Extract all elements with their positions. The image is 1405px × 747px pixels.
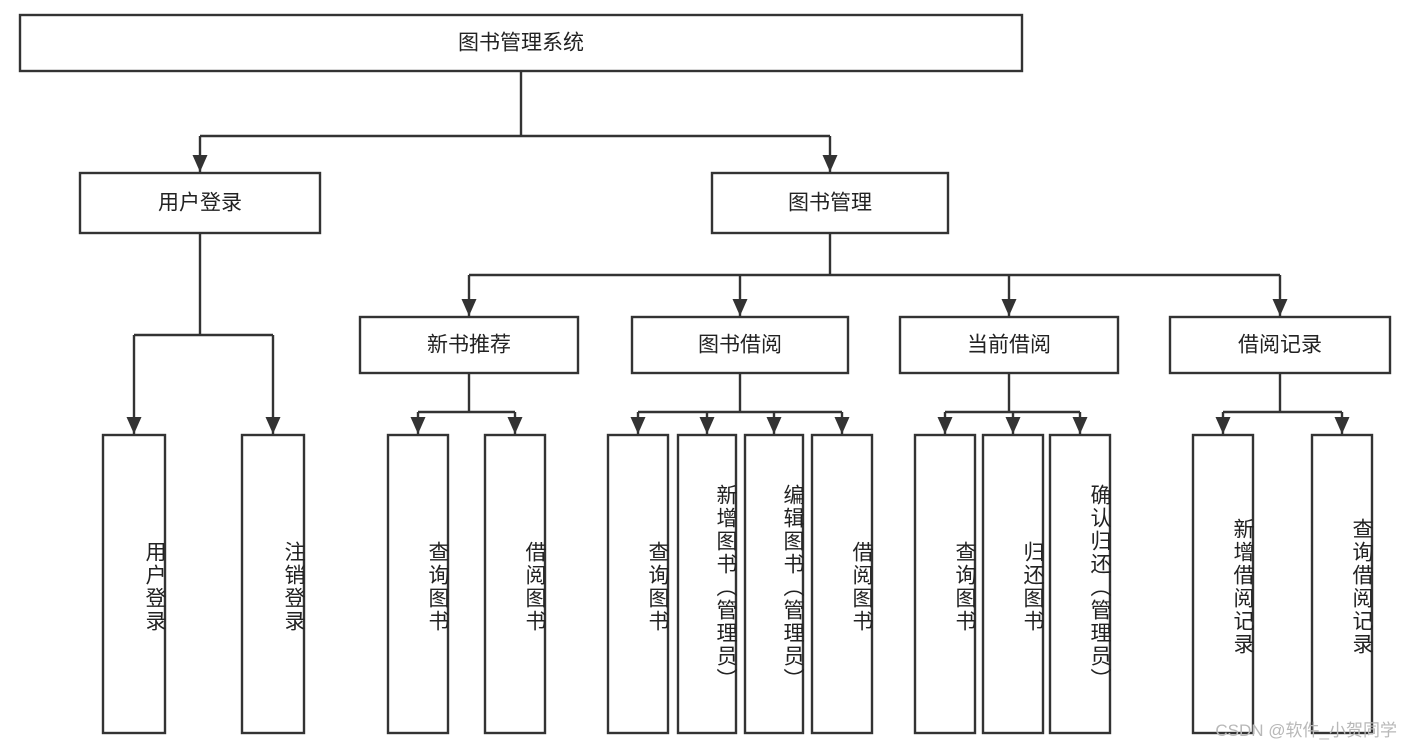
node-rect[interactable] — [710, 171, 950, 235]
node-rect[interactable] — [101, 433, 167, 735]
node-box-leaf-1[interactable] — [240, 433, 306, 735]
node-label: 图书管理系统 — [458, 32, 584, 55]
node-box-leaf-10[interactable] — [1048, 433, 1112, 735]
arrow-head-icon — [507, 417, 523, 434]
node-label: 图书借阅 — [698, 334, 782, 357]
node-box-level2-2[interactable] — [898, 315, 1120, 375]
node-box-level2-0[interactable] — [358, 315, 580, 375]
arrow-head-icon — [126, 417, 142, 434]
node-rect[interactable] — [386, 433, 450, 735]
node-rect[interactable] — [78, 171, 322, 235]
arrow-head-icon — [1072, 417, 1088, 434]
connector-layer — [126, 71, 1350, 434]
node-rect[interactable] — [606, 433, 670, 735]
node-rect[interactable] — [1048, 433, 1112, 735]
node-rect[interactable] — [18, 13, 1024, 73]
node-label: 图书管理 — [788, 192, 872, 215]
node-rect[interactable] — [483, 433, 547, 735]
node-box-leaf-12[interactable] — [1310, 433, 1374, 735]
node-rect[interactable] — [358, 315, 580, 375]
arrow-head-icon — [1215, 417, 1231, 434]
node-rect[interactable] — [240, 433, 306, 735]
watermark-text: CSDN @软件_小贺同学 — [1215, 721, 1397, 740]
arrow-head-icon — [410, 417, 426, 434]
node-box-level1-1[interactable] — [710, 171, 950, 235]
node-box-leaf-6[interactable] — [743, 433, 805, 735]
arrow-head-icon — [699, 417, 715, 434]
arrow-head-icon — [1334, 417, 1350, 434]
node-rect[interactable] — [810, 433, 874, 735]
arrow-head-icon — [630, 417, 646, 434]
arrow-head-icon — [1272, 299, 1288, 316]
node-label: 新书推荐 — [427, 334, 511, 357]
node-rect[interactable] — [913, 433, 977, 735]
arrow-head-icon — [822, 155, 838, 172]
node-rect[interactable] — [630, 315, 850, 375]
node-box-leaf-11[interactable] — [1191, 433, 1255, 735]
node-box-level2-3[interactable] — [1168, 315, 1392, 375]
arrow-head-icon — [937, 417, 953, 434]
arrow-head-icon — [461, 299, 477, 316]
node-box-root-0[interactable] — [18, 13, 1024, 73]
node-rect[interactable] — [1168, 315, 1392, 375]
node-box-leaf-0[interactable] — [101, 433, 167, 735]
node-rect[interactable] — [981, 433, 1045, 735]
arrow-head-icon — [834, 417, 850, 434]
node-rect[interactable] — [676, 433, 738, 735]
node-box-level1-0[interactable] — [78, 171, 322, 235]
node-box-leaf-4[interactable] — [606, 433, 670, 735]
node-rect[interactable] — [1191, 433, 1255, 735]
node-label: 用户登录 — [158, 192, 242, 215]
arrow-head-icon — [732, 299, 748, 316]
arrow-head-icon — [1005, 417, 1021, 434]
node-rect[interactable] — [743, 433, 805, 735]
arrow-head-icon — [265, 417, 281, 434]
node-label: 借阅记录 — [1238, 334, 1322, 357]
node-box-leaf-3[interactable] — [483, 433, 547, 735]
node-box-level2-1[interactable] — [630, 315, 850, 375]
node-rect[interactable] — [898, 315, 1120, 375]
node-box-leaf-7[interactable] — [810, 433, 874, 735]
arrow-head-icon — [1001, 299, 1017, 316]
node-box-leaf-8[interactable] — [913, 433, 977, 735]
node-box-leaf-9[interactable] — [981, 433, 1045, 735]
node-rect[interactable] — [1310, 433, 1374, 735]
arrow-head-icon — [766, 417, 782, 434]
node-box-leaf-2[interactable] — [386, 433, 450, 735]
node-label: 当前借阅 — [967, 334, 1051, 357]
arrow-head-icon — [192, 155, 208, 172]
box-layer — [18, 13, 1392, 735]
node-box-leaf-5[interactable] — [676, 433, 738, 735]
